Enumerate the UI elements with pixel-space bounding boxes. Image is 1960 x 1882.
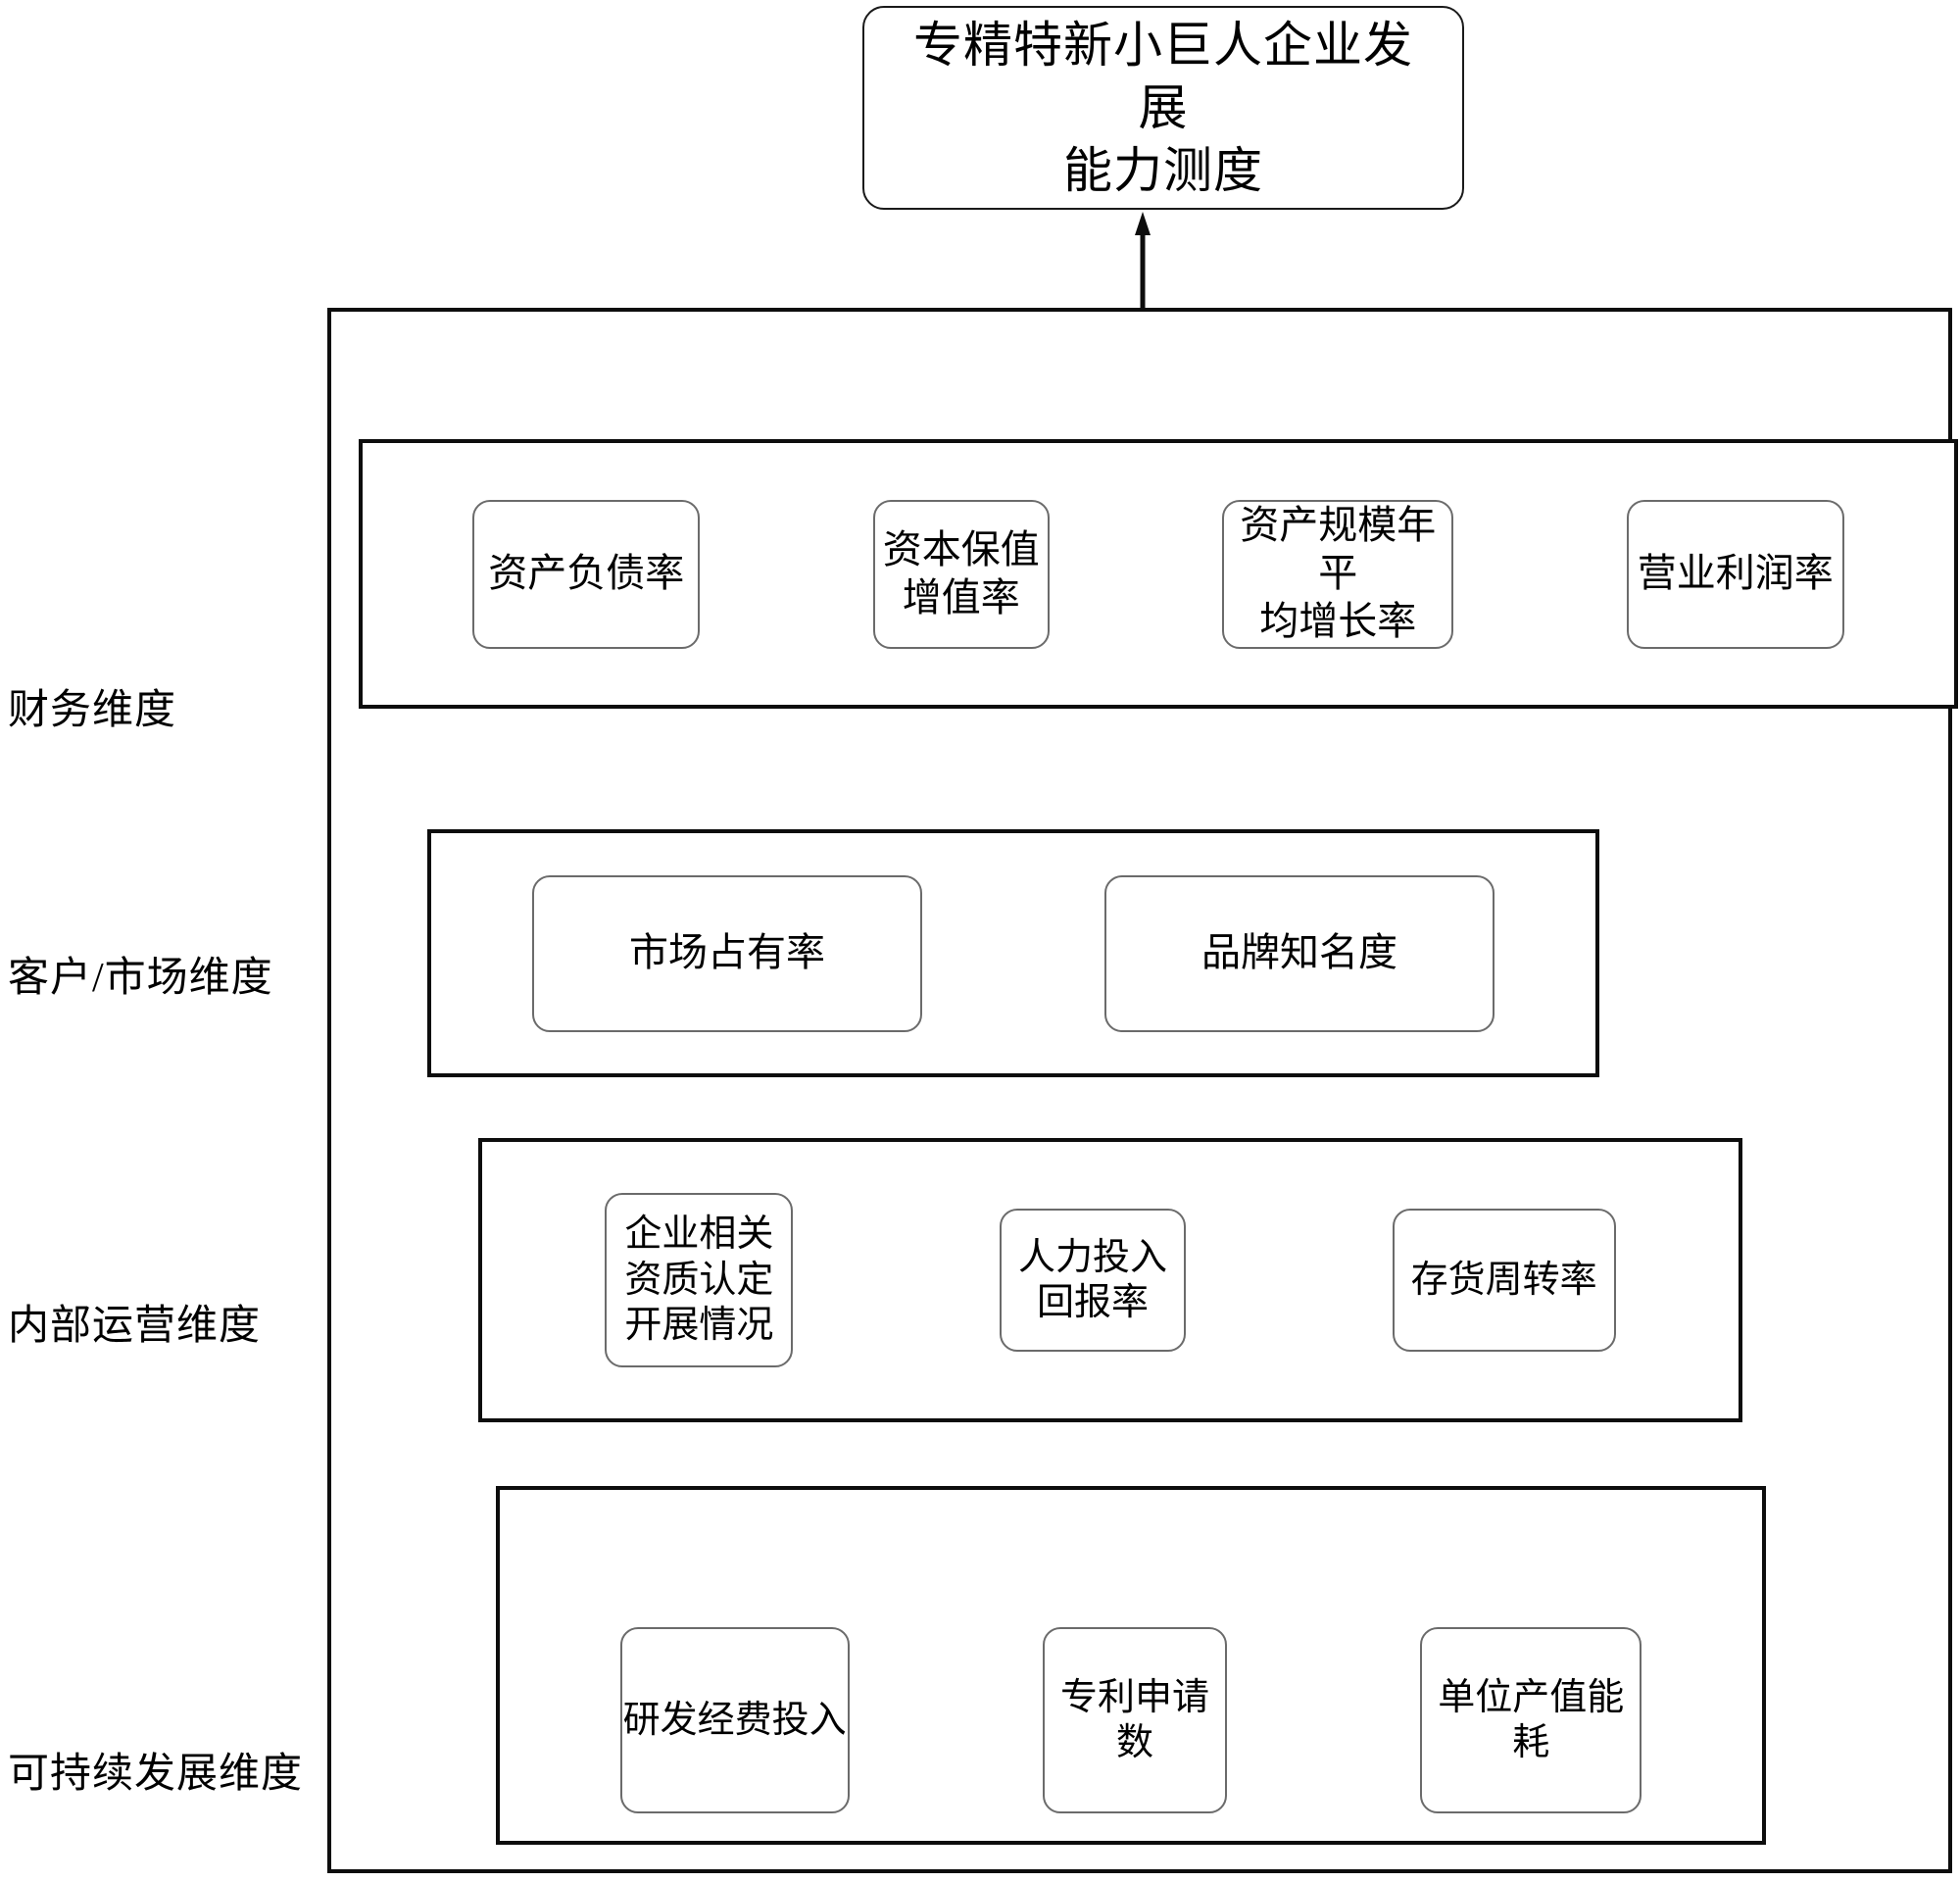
indicator-inventory-turnover-rate: 存货周转率 xyxy=(1392,1209,1616,1352)
dimension-group-financial: 资产负债率 资本保值增值率 资产规模年平均增长率 营业利润率 xyxy=(359,439,1958,709)
indicator-asset-liability-ratio: 资产负债率 xyxy=(472,499,701,649)
indicator-asset-scale-annual-average-growth-rate: 资产规模年平均增长率 xyxy=(1222,499,1454,649)
indicator-brand-awareness: 品牌知名度 xyxy=(1104,874,1494,1032)
dimension-label-customer-market: 客户/市场维度 xyxy=(8,956,273,1001)
dimension-group-customer-market: 市场占有率 品牌知名度 xyxy=(427,829,1599,1077)
indicator-market-share: 市场占有率 xyxy=(532,874,922,1032)
indicator-capital-preservation-appreciation-rate: 资本保值增值率 xyxy=(872,499,1050,649)
indicator-rd-expenditure-investment: 研发经费投入 xyxy=(619,1627,850,1813)
goal-box: 专精特新小巨人企业发展 能力测度 xyxy=(862,6,1464,210)
indicator-operating-profit-margin: 营业利润率 xyxy=(1626,499,1844,649)
upward-arrow-icon xyxy=(1135,212,1151,308)
dimension-label-financial: 财务维度 xyxy=(8,688,177,733)
dimension-group-internal-operations: 企业相关资质认定开展情况 人力投入回报率 存货周转率 xyxy=(478,1138,1742,1422)
dimension-label-internal-operations: 内部运营维度 xyxy=(8,1304,262,1349)
dimension-label-sustainable-development: 可持续发展维度 xyxy=(8,1752,304,1797)
goal-title-line-2: 能力测度 xyxy=(1063,143,1263,198)
indicator-enterprise-qualification-certification-progress: 企业相关资质认定开展情况 xyxy=(605,1193,794,1367)
indicator-patent-application-count: 专利申请数 xyxy=(1042,1627,1227,1813)
measurement-framework-container: 资产负债率 资本保值增值率 资产规模年平均增长率 营业利润率 市场占有率 品牌知… xyxy=(327,308,1958,1873)
goal-title: 专精特新小巨人企业发展 能力测度 xyxy=(864,14,1462,202)
indicator-human-resource-investment-return-rate: 人力投入回报率 xyxy=(999,1209,1186,1352)
dimension-group-sustainable-development: 研发经费投入 专利申请数 单位产值能耗 xyxy=(496,1486,1766,1845)
indicator-energy-consumption-per-unit-output: 单位产值能耗 xyxy=(1420,1627,1642,1813)
goal-title-line-1: 专精特新小巨人企业发展 xyxy=(913,18,1413,135)
